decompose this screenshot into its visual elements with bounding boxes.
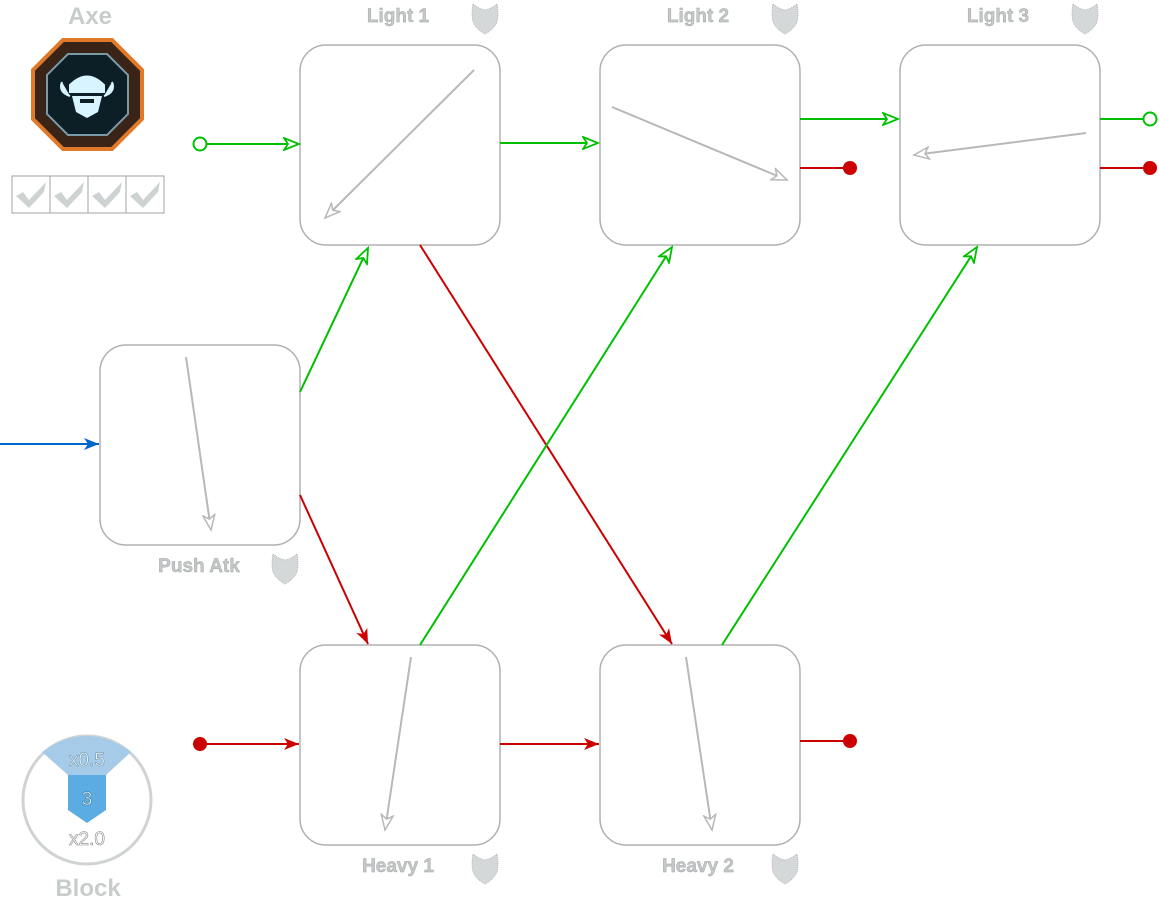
light-entry-point [192, 136, 208, 152]
guard-icon [471, 853, 499, 885]
block-label: Block [55, 875, 121, 898]
weapon-name: Axe [68, 3, 112, 30]
block-count: 3 [82, 789, 93, 810]
guard-icon [271, 553, 299, 585]
heavy-exit-point [843, 734, 857, 748]
node-push[interactable] [99, 344, 301, 546]
guard-icon [471, 3, 499, 35]
node-heavy1[interactable] [299, 644, 501, 846]
node-label: Push Atk [158, 556, 240, 577]
node-light2[interactable] [599, 44, 801, 246]
block-top-multiplier: x0.5 [69, 750, 105, 771]
edges [0, 119, 1150, 750]
light-exit-point [1142, 111, 1158, 127]
block-gauge: x0.5 3 x2.0 [21, 734, 153, 866]
node-label: Light 2 [667, 6, 729, 27]
guard-icon [1071, 3, 1099, 35]
heavy-entry-point [193, 737, 207, 751]
guard-icon [771, 3, 799, 35]
direction-arrows [185, 69, 1087, 830]
heavy-exit-point [1143, 161, 1157, 175]
heavy-exit-point [843, 161, 857, 175]
node-label: Light 1 [367, 6, 430, 27]
viking-helmet-icon [31, 38, 144, 151]
guard-icon [771, 853, 799, 885]
node-label: Heavy 2 [662, 856, 734, 877]
block-bottom-multiplier: x2.0 [69, 829, 105, 850]
check-slots [11, 175, 165, 214]
node-label: Heavy 1 [362, 856, 434, 877]
node-label: Light 3 [967, 6, 1029, 27]
